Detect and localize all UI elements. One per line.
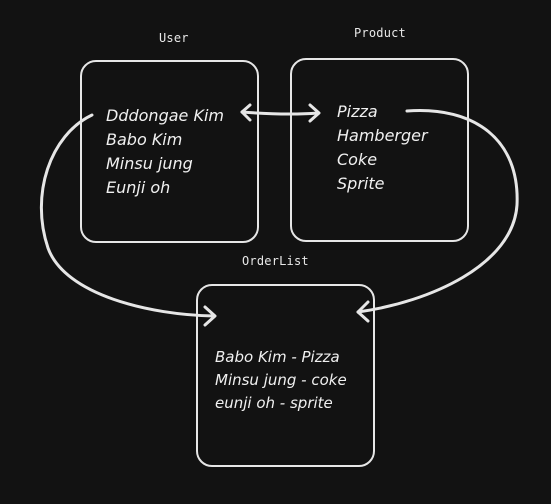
user-item: Dddongae Kim	[106, 106, 224, 125]
orderlist-list: Babo Kim - Pizza Minsu jung - coke eunji…	[215, 346, 347, 415]
product-item: Sprite	[337, 174, 385, 193]
user-item: Babo Kim	[106, 130, 183, 149]
product-item: Hamberger	[337, 126, 428, 145]
user-product-arrowhead-left	[240, 103, 252, 122]
product-list: Pizza Hamberger Coke Sprite	[337, 100, 428, 196]
user-product-connector	[240, 110, 320, 116]
user-orderlist-arrowhead	[203, 305, 217, 327]
product-item: Pizza	[337, 102, 378, 121]
orderlist-item: eunji oh - sprite	[215, 394, 333, 412]
user-orderlist-connector	[39, 113, 216, 318]
orderlist-item: Minsu jung - coke	[215, 371, 347, 389]
user-product-arrowhead-right	[308, 103, 321, 123]
product-orderlist-arrowhead	[356, 300, 370, 323]
user-item: Minsu jung	[106, 154, 193, 173]
user-list: Dddongae Kim Babo Kim Minsu jung Eunji o…	[106, 104, 224, 200]
user-box	[80, 60, 259, 243]
user-item: Eunji oh	[106, 178, 171, 197]
orderlist-title: OrderList	[242, 254, 309, 268]
user-title: User	[159, 31, 189, 45]
product-title: Product	[354, 26, 406, 40]
product-box	[290, 58, 469, 242]
orderlist-box	[196, 284, 375, 467]
product-item: Coke	[337, 150, 378, 169]
orderlist-item: Babo Kim - Pizza	[215, 348, 340, 366]
product-orderlist-connector	[356, 109, 519, 314]
